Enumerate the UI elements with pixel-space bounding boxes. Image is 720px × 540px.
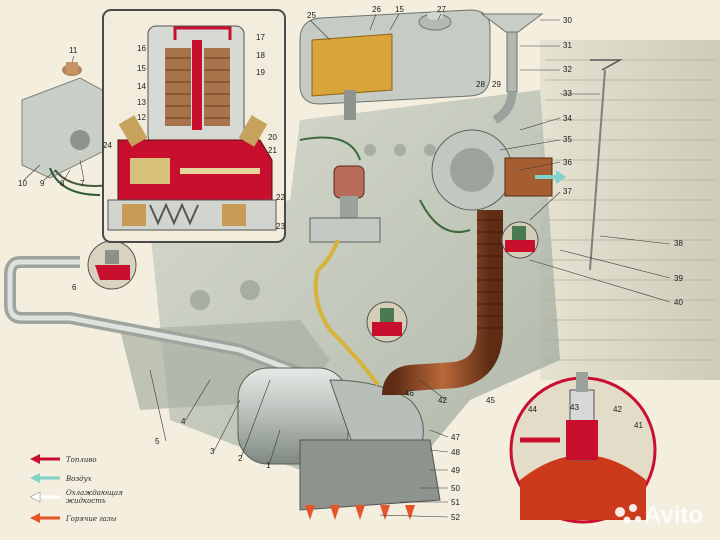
- callout-52: 52: [451, 513, 460, 522]
- callout-8: 8: [60, 179, 65, 188]
- callout-47: 47: [451, 433, 460, 442]
- callout-36: 36: [563, 158, 572, 167]
- detail-circle-37: [501, 221, 539, 259]
- callout-40: 40: [674, 298, 683, 307]
- callout-34: 34: [563, 114, 572, 123]
- callout-28: 28: [476, 80, 485, 89]
- callout-46: 46: [405, 389, 414, 398]
- callout-11: 11: [69, 46, 78, 55]
- fuel-line: [313, 239, 380, 387]
- callout-29: 29: [492, 80, 501, 89]
- callout-4: 4: [181, 417, 186, 426]
- callout-19: 19: [256, 68, 265, 77]
- callout-16: 16: [137, 44, 146, 53]
- radiator: [540, 40, 720, 380]
- coolant-arrow-icon: [29, 491, 60, 503]
- fuel-tank: [299, 9, 491, 120]
- callout-9: 9: [40, 179, 45, 188]
- watermark-text: Avito: [644, 502, 703, 529]
- detail-circle-6: [87, 240, 137, 290]
- callout-26: 26: [372, 5, 381, 14]
- callout-18: 18: [256, 51, 265, 60]
- callout-10: 10: [18, 179, 27, 188]
- callout-14: 14: [137, 82, 146, 91]
- callout-30: 30: [563, 16, 572, 25]
- legend-air: Воздух: [65, 475, 92, 483]
- legend-fuel: Топливо: [66, 456, 97, 464]
- callout-33: 33: [563, 89, 572, 98]
- callout-15: 15: [137, 64, 146, 73]
- callout-38: 38: [674, 239, 683, 248]
- callout-21: 21: [268, 146, 277, 155]
- callout-12: 12: [137, 113, 146, 122]
- callout-27: 27: [437, 5, 446, 14]
- legend-coolant-1: Охлаждающая: [66, 489, 123, 497]
- callout-31: 31: [563, 41, 572, 50]
- callout-43: 43: [570, 403, 579, 412]
- air-arrow-icon: [30, 473, 60, 483]
- callout-48: 48: [451, 448, 460, 457]
- callout-15b: 15: [395, 5, 404, 14]
- exhaust-arrow-icon: [30, 513, 60, 523]
- callout-25: 25: [307, 11, 316, 20]
- callout-49: 49: [451, 466, 460, 475]
- leader-lines: [23, 13, 671, 518]
- callout-6: 6: [72, 283, 77, 292]
- callout-23: 23: [276, 222, 285, 231]
- legend-exhaust: Горячие газы: [65, 515, 117, 523]
- fuel-funnel: [480, 13, 623, 271]
- fuel-pump: [309, 165, 381, 243]
- callout-20: 20: [268, 133, 277, 142]
- callout-44: 44: [528, 405, 537, 414]
- callout-7: 7: [80, 179, 85, 188]
- callout-32: 32: [563, 65, 572, 74]
- callout-39: 39: [674, 274, 683, 283]
- callout-13: 13: [137, 98, 146, 107]
- callout-1: 1: [266, 461, 271, 470]
- inset-cutaway: [102, 9, 286, 243]
- spark-plug-detail: [509, 372, 657, 524]
- callout-41: 41: [634, 421, 643, 430]
- expansion-tank: [21, 62, 111, 196]
- legend-coolant-2: жидкость: [66, 497, 106, 505]
- callout-45: 45: [486, 396, 495, 405]
- avito-logo-icon: [615, 504, 641, 524]
- air-blower: [431, 129, 566, 211]
- callout-35: 35: [563, 135, 572, 144]
- callout-22: 22: [276, 193, 285, 202]
- callout-labels: 11 10 9 8 7 24 16 15 14 13 12 17 18 19 2…: [18, 5, 683, 522]
- callout-3: 3: [210, 447, 215, 456]
- callout-24: 24: [103, 141, 112, 150]
- callout-42: 42: [438, 396, 447, 405]
- callout-51: 51: [451, 498, 460, 507]
- detail-circle-valve: [366, 301, 408, 343]
- callout-37: 37: [563, 187, 572, 196]
- callout-17: 17: [256, 33, 265, 42]
- control-wire: [299, 136, 471, 233]
- exhaust-flames: [305, 505, 415, 520]
- callout-2: 2: [238, 454, 243, 463]
- callout-5: 5: [155, 437, 160, 446]
- callout-42b: 42: [613, 405, 622, 414]
- fuel-arrow-icon: [30, 454, 60, 464]
- legend: Топливо Воздух Охлаждающая жидкость Горя…: [29, 454, 123, 523]
- corrugated-hose: [382, 210, 503, 396]
- callout-50: 50: [451, 484, 460, 493]
